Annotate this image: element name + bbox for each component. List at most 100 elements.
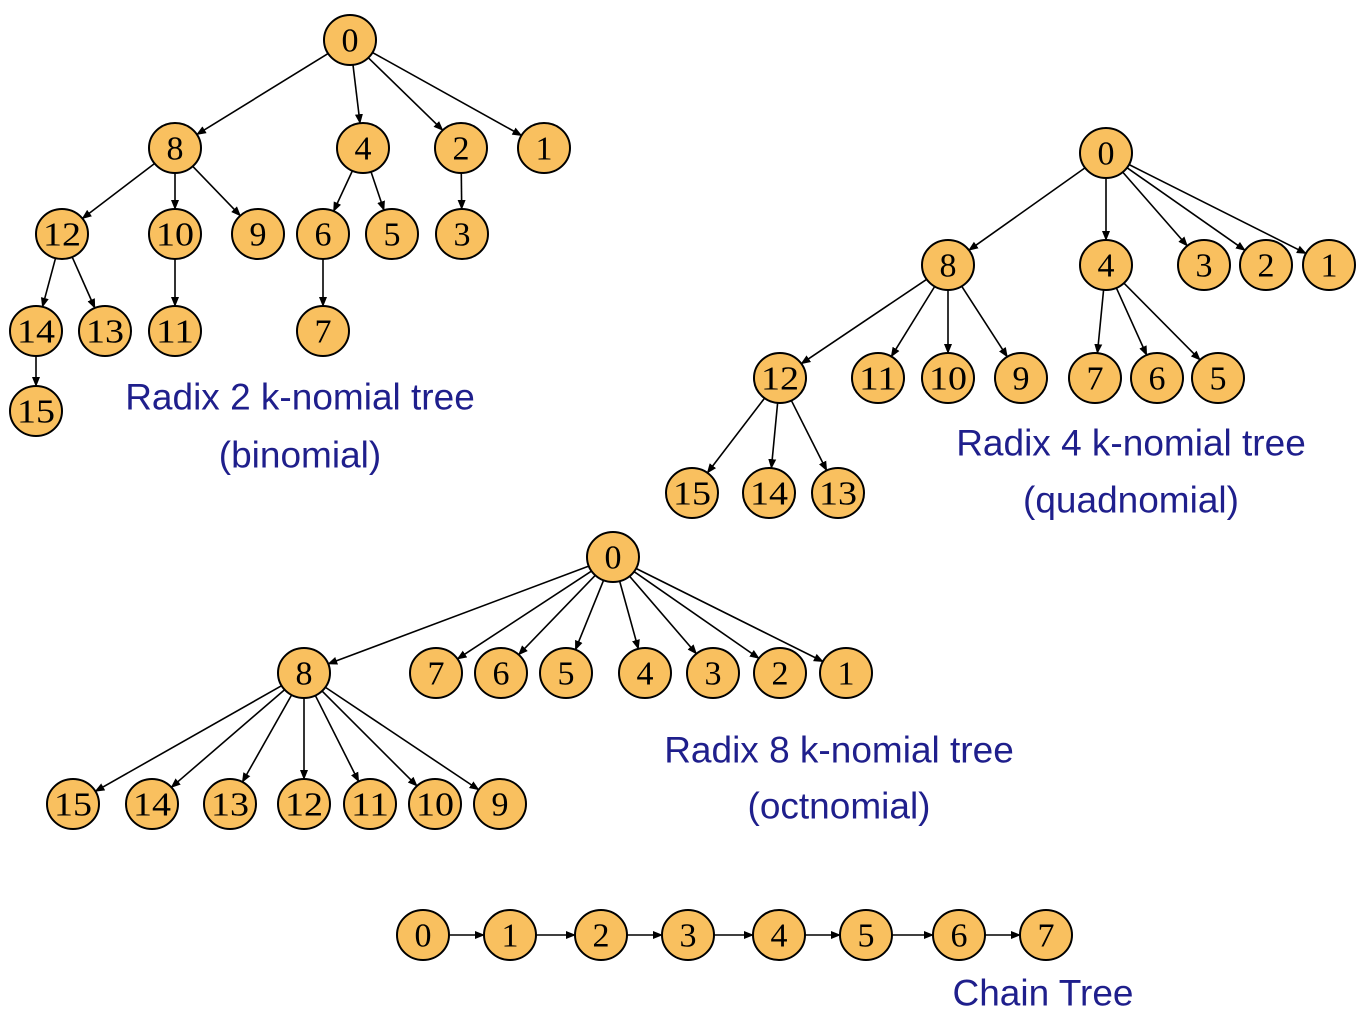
node-circle (1239, 239, 1293, 291)
node-radix4-11: 11 (851, 352, 905, 404)
node-label: 7 (315, 314, 332, 351)
edge-radix8-8-to-11 (313, 693, 360, 783)
node-circle (811, 467, 865, 519)
node-radix4-10: 10 (921, 352, 975, 404)
node-circle (1019, 909, 1073, 961)
node-chain-7: 7 (1019, 909, 1073, 961)
edge-radix2-8-to-12 (81, 161, 157, 220)
node-label: 3 (705, 656, 722, 693)
node-circle (323, 14, 377, 66)
node-label: 9 (1013, 361, 1030, 398)
caption-radix4-line-0: Radix 4 k-nomial tree (956, 423, 1306, 464)
node-label: 4 (637, 656, 654, 693)
edge-radix4-8-to-12 (800, 277, 929, 365)
node-label: 2 (1258, 248, 1275, 285)
node-label: 0 (1098, 136, 1115, 173)
node-label: 7 (1038, 918, 1055, 955)
node-circle (296, 305, 350, 357)
node-circle (1177, 239, 1231, 291)
node-label: 4 (1098, 248, 1115, 285)
node-circle (1079, 127, 1133, 179)
node-radix8-2: 2 (753, 647, 807, 699)
captions-layer: Radix 2 k-nomial tree(binomial)Radix 4 k… (125, 377, 1306, 1014)
edge-radix2-12-to-14 (40, 256, 57, 308)
node-circle (473, 778, 527, 830)
node-radix4-0: 0 (1079, 127, 1133, 179)
edge-radix8-0-to-1 (633, 566, 824, 663)
node-label: 1 (502, 918, 519, 955)
node-radix8-12: 12 (277, 778, 331, 830)
node-label: 1 (838, 656, 855, 693)
edge-radix2-12-to-13 (70, 254, 96, 309)
edge-radix4-4-to-6 (1114, 285, 1148, 356)
node-circle (336, 122, 390, 174)
node-label: 11 (351, 787, 389, 824)
edge-radix4-12-to-15 (706, 396, 767, 474)
edge-radix4-4-to-7 (1094, 287, 1105, 355)
node-radix8-15: 15 (46, 778, 100, 830)
node-circle (752, 909, 806, 961)
node-circle (203, 778, 257, 830)
node-circle (474, 647, 528, 699)
caption-radix2-line-0: Radix 2 k-nomial tree (125, 377, 475, 418)
edge-radix4-8-to-9 (959, 284, 1008, 358)
node-radix8-8: 8 (277, 647, 331, 699)
edge-radix2-0-to-4 (351, 62, 363, 125)
node-label: 6 (493, 656, 510, 693)
node-label: 10 (929, 361, 967, 398)
node-label: 6 (951, 918, 968, 955)
node-label: 3 (1196, 248, 1213, 285)
node-label: 8 (167, 131, 184, 168)
node-circle (753, 352, 807, 404)
node-radix2-14: 14 (9, 305, 63, 357)
edge-radix8-0-to-2 (631, 569, 760, 660)
edge-radix8-0-to-6 (517, 573, 598, 656)
node-circle (35, 208, 89, 260)
node-circle (435, 208, 489, 260)
node-radix8-6: 6 (474, 647, 528, 699)
node-circle (125, 778, 179, 830)
node-label: 3 (680, 918, 697, 955)
node-radix4-7: 7 (1068, 352, 1122, 404)
edge-radix4-4-to-5 (1121, 281, 1201, 361)
node-radix4-14: 14 (742, 467, 796, 519)
node-radix4-9: 9 (994, 352, 1048, 404)
node-label: 5 (1210, 361, 1227, 398)
node-circle (78, 305, 132, 357)
node-circle (277, 647, 331, 699)
edges-layer (32, 50, 1307, 939)
node-circle (665, 467, 719, 519)
node-radix4-2: 2 (1239, 239, 1293, 291)
edge-radix4-12-to-14 (768, 400, 779, 470)
edge-radix8-8-to-10 (320, 689, 418, 787)
node-label: 6 (1149, 361, 1166, 398)
node-label: 5 (558, 656, 575, 693)
node-label: 10 (156, 217, 194, 254)
node-radix4-8: 8 (921, 239, 975, 291)
node-label: 12 (43, 217, 81, 254)
node-radix2-9: 9 (231, 208, 285, 260)
node-label: 14 (17, 314, 55, 351)
node-circle (277, 778, 331, 830)
node-chain-3: 3 (661, 909, 715, 961)
node-radix2-12: 12 (35, 208, 89, 260)
node-radix2-7: 7 (296, 305, 350, 357)
node-radix2-3: 3 (435, 208, 489, 260)
node-circle (408, 778, 462, 830)
node-circle (434, 122, 488, 174)
edge-radix4-0-to-2 (1124, 165, 1246, 251)
node-radix8-13: 13 (203, 778, 257, 830)
node-radix8-1: 1 (819, 647, 873, 699)
node-radix2-1: 1 (517, 122, 571, 174)
node-label: 10 (416, 787, 454, 824)
node-circle (753, 647, 807, 699)
node-radix8-10: 10 (408, 778, 462, 830)
node-label: 0 (415, 918, 432, 955)
node-circle (409, 647, 463, 699)
node-circle (148, 208, 202, 260)
node-label: 2 (593, 918, 610, 955)
node-label: 0 (342, 23, 359, 60)
node-radix2-4: 4 (336, 122, 390, 174)
node-circle (1079, 239, 1133, 291)
